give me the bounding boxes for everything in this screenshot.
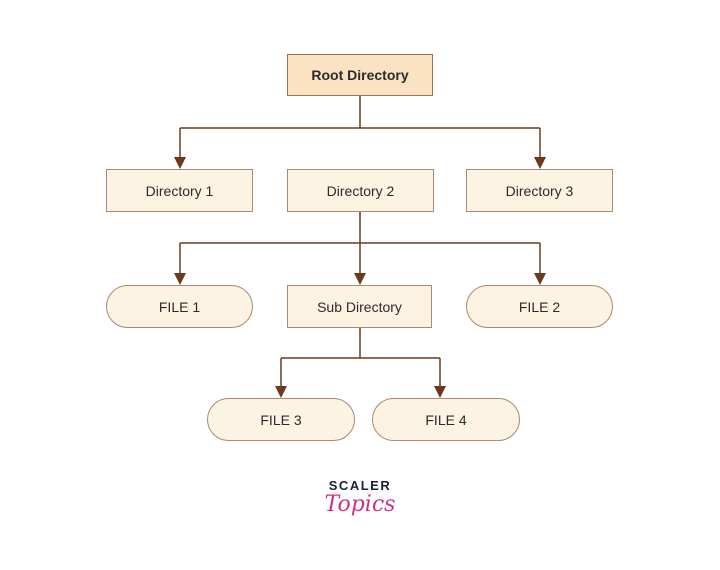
sub-directory-node: Sub Directory (287, 285, 432, 328)
directory-2-node: Directory 2 (287, 169, 434, 212)
file-1-node: FILE 1 (106, 285, 253, 328)
scaler-topics-logo: SCALER Topics (310, 478, 410, 534)
brand-scaler-text: SCALER (328, 478, 392, 493)
directory-3-node: Directory 3 (466, 169, 613, 212)
file-3-node: FILE 3 (207, 398, 355, 441)
brand-topics-text: Topics (324, 492, 396, 517)
file-2-node: FILE 2 (466, 285, 613, 328)
file-4-node: FILE 4 (372, 398, 520, 441)
root-directory-node: Root Directory (287, 54, 433, 96)
directory-1-node: Directory 1 (106, 169, 253, 212)
